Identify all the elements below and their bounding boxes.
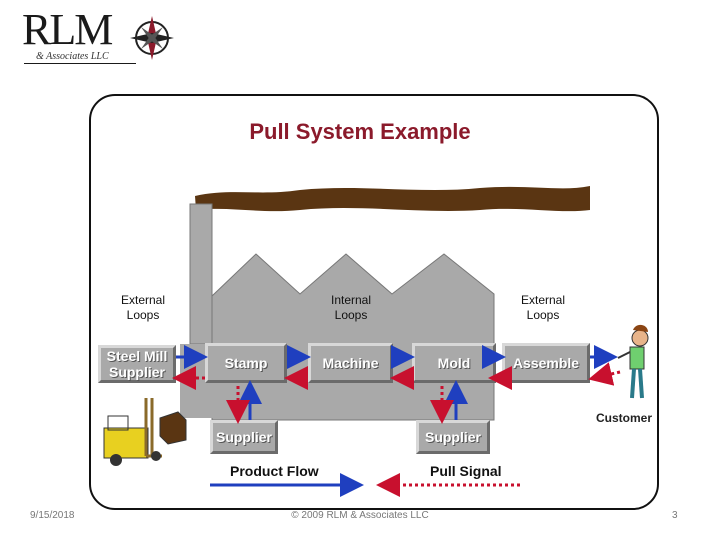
external-loops-label-left: External Loops [120,293,166,322]
external-loops-label-right: External Loops [520,293,566,322]
logo-divider [24,63,136,64]
legend-product-flow: Product Flow [230,463,319,479]
crate-icon [159,411,187,445]
assemble-box: Assemble [502,343,590,383]
logo-text: RLM [22,5,113,54]
footer-date: 9/15/2018 [30,510,75,521]
steel-mill-supplier-box: Steel Mill Supplier [98,345,176,383]
pull-signal-arrow [588,362,621,386]
footer-page-number: 3 [672,510,678,521]
internal-loops-label: Internal Loops [330,293,372,322]
page-title: Pull System Example [249,119,471,144]
legend-pull-signal: Pull Signal [430,463,502,479]
stamp-box: Stamp [205,343,287,383]
supplier-box-left: Supplier [210,420,278,454]
logo-subtitle: & Associates LLC [36,51,109,62]
customer-label: Customer [596,411,653,425]
diagram-frame [89,94,659,510]
machine-box: Machine [308,343,393,383]
smoke [195,186,590,212]
footer-copyright: © 2009 RLM & Associates LLC [291,510,429,521]
supplier-box-right: Supplier [416,420,490,454]
